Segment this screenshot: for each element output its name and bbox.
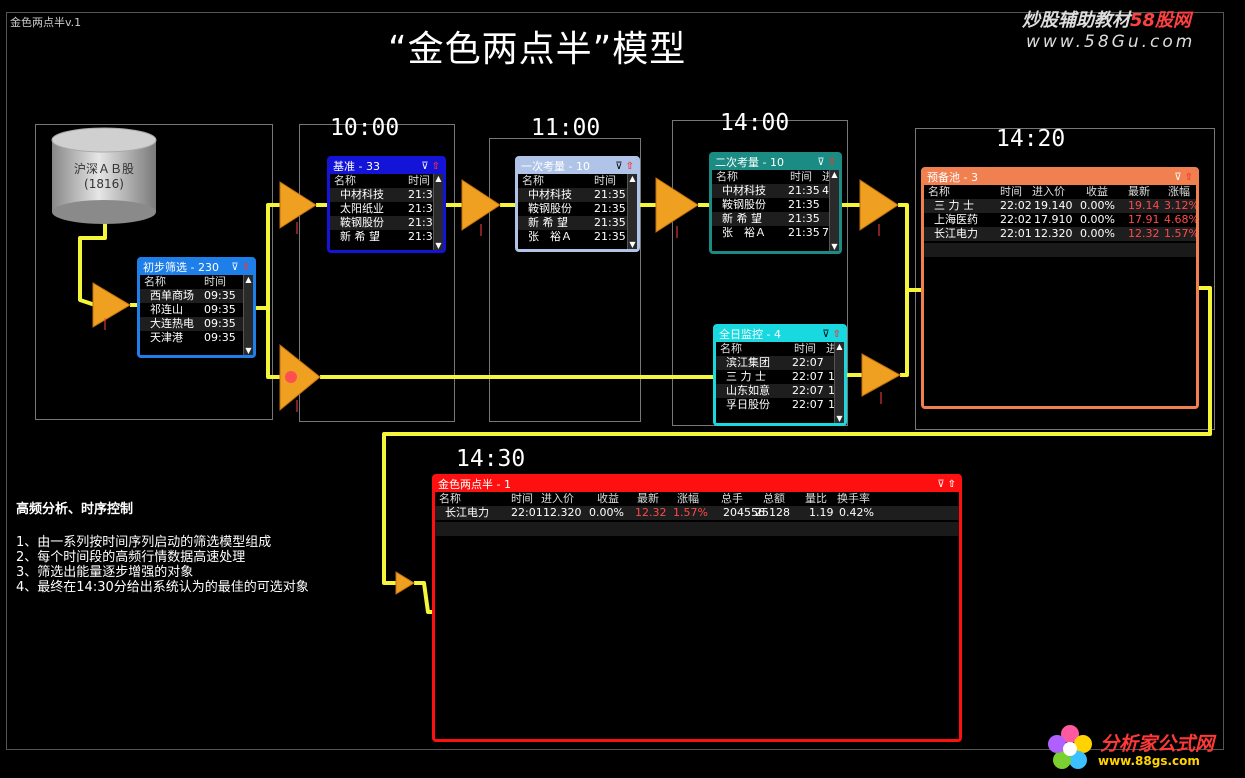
time-label-1420: 14:20 [996,126,1066,152]
notes-section: 高频分析、时序控制 1、由一系列按时间序列启动的筛选模型组成 2、每个时间段的高… [16,502,309,595]
filter-icon [859,179,899,231]
brand-url: www.88gs.com [1098,754,1200,768]
time-label-1000: 10:00 [330,115,400,141]
notes-heading: 高频分析、时序控制 [16,502,134,517]
brand-name: 分析家公式网 [1100,733,1215,755]
notes-item: 1、由一系列按时间序列启动的筛选模型组成 [16,535,272,550]
watermark-top: 炒股辅助教材58股网 [1022,10,1192,31]
scrollbar[interactable]: ▲▼ [433,174,443,250]
stage-box-1420 [915,128,1215,430]
link-f5-to-prepool [900,290,909,377]
panel-header[interactable]: 一次考量 - 10⊽⇧ [518,159,637,174]
time-label-1430: 14:30 [456,446,526,472]
window-title: 金色两点半v.1 [10,16,82,29]
scrollbar[interactable]: ▲▼ [243,275,253,355]
panel-header[interactable]: 基准 - 33⊽⇧ [330,159,443,174]
database-label: 沪深ＡＢ股(1816) [73,162,134,191]
menu-icon[interactable]: ⊽⇧ [937,479,956,490]
window-frame [6,12,1224,750]
filter-icon [279,343,321,412]
filter-icon [461,179,501,231]
link-prepool-to-final [382,286,1212,585]
filter-icon [861,353,902,397]
panel-header[interactable]: 二次考量 - 10⊽⇧ [712,155,839,170]
menu-icon[interactable]: ⊽⇧ [817,157,836,168]
menu-icon[interactable]: ⊽⇧ [615,161,634,172]
panel-header[interactable]: 金色两点半 - 1⊽⇧ [435,477,959,492]
menu-icon[interactable]: ⊽⇧ [421,161,440,172]
panel-header[interactable]: 全日监控 - 4⊽⇧ [716,327,844,342]
database-icon [51,127,157,224]
link-f6-to-final [414,581,433,614]
scrollbar[interactable]: ▲▼ [834,342,844,423]
stage-box-source [35,124,273,420]
panel-header[interactable]: 初步筛选 - 230⊽⇧ [140,260,253,275]
menu-icon[interactable]: ⊽⇧ [1174,172,1193,183]
flower-logo-icon [1048,725,1092,769]
flower-icon [285,371,297,383]
stage-box-1000 [299,124,455,422]
filter-icon [655,177,699,233]
time-label-1400: 14:00 [720,110,790,136]
filter-icon [395,571,415,595]
page-title: “金色两点半”模型 [388,29,687,70]
menu-icon[interactable]: ⊽⇧ [822,329,841,340]
link-initial-split [255,203,280,310]
time-label-1100: 11:00 [531,115,601,141]
notes-item: 3、筛选出能量逐步增强的对象 [16,565,194,580]
link-db-to-initial [78,218,107,307]
scrollbar[interactable]: ▲▼ [829,170,839,251]
watermark-url: www.58Gu.com [1026,32,1196,52]
link-initial-to-fullday-path [266,308,280,379]
link-f4-to-prepool [898,203,921,292]
menu-icon[interactable]: ⊽⇧ [231,262,250,273]
scrollbar[interactable]: ▲▼ [627,174,637,249]
filter-icon [279,181,317,229]
stage-box-1100 [489,138,641,422]
panel-header[interactable]: 预备池 - 3⊽⇧ [924,170,1196,185]
notes-item: 4、最终在14:30分给出系统认为的最佳的可选对象 [16,580,309,595]
notes-item: 2、每个时间段的高频行情数据高速处理 [16,550,246,565]
filter-icon [92,282,131,328]
